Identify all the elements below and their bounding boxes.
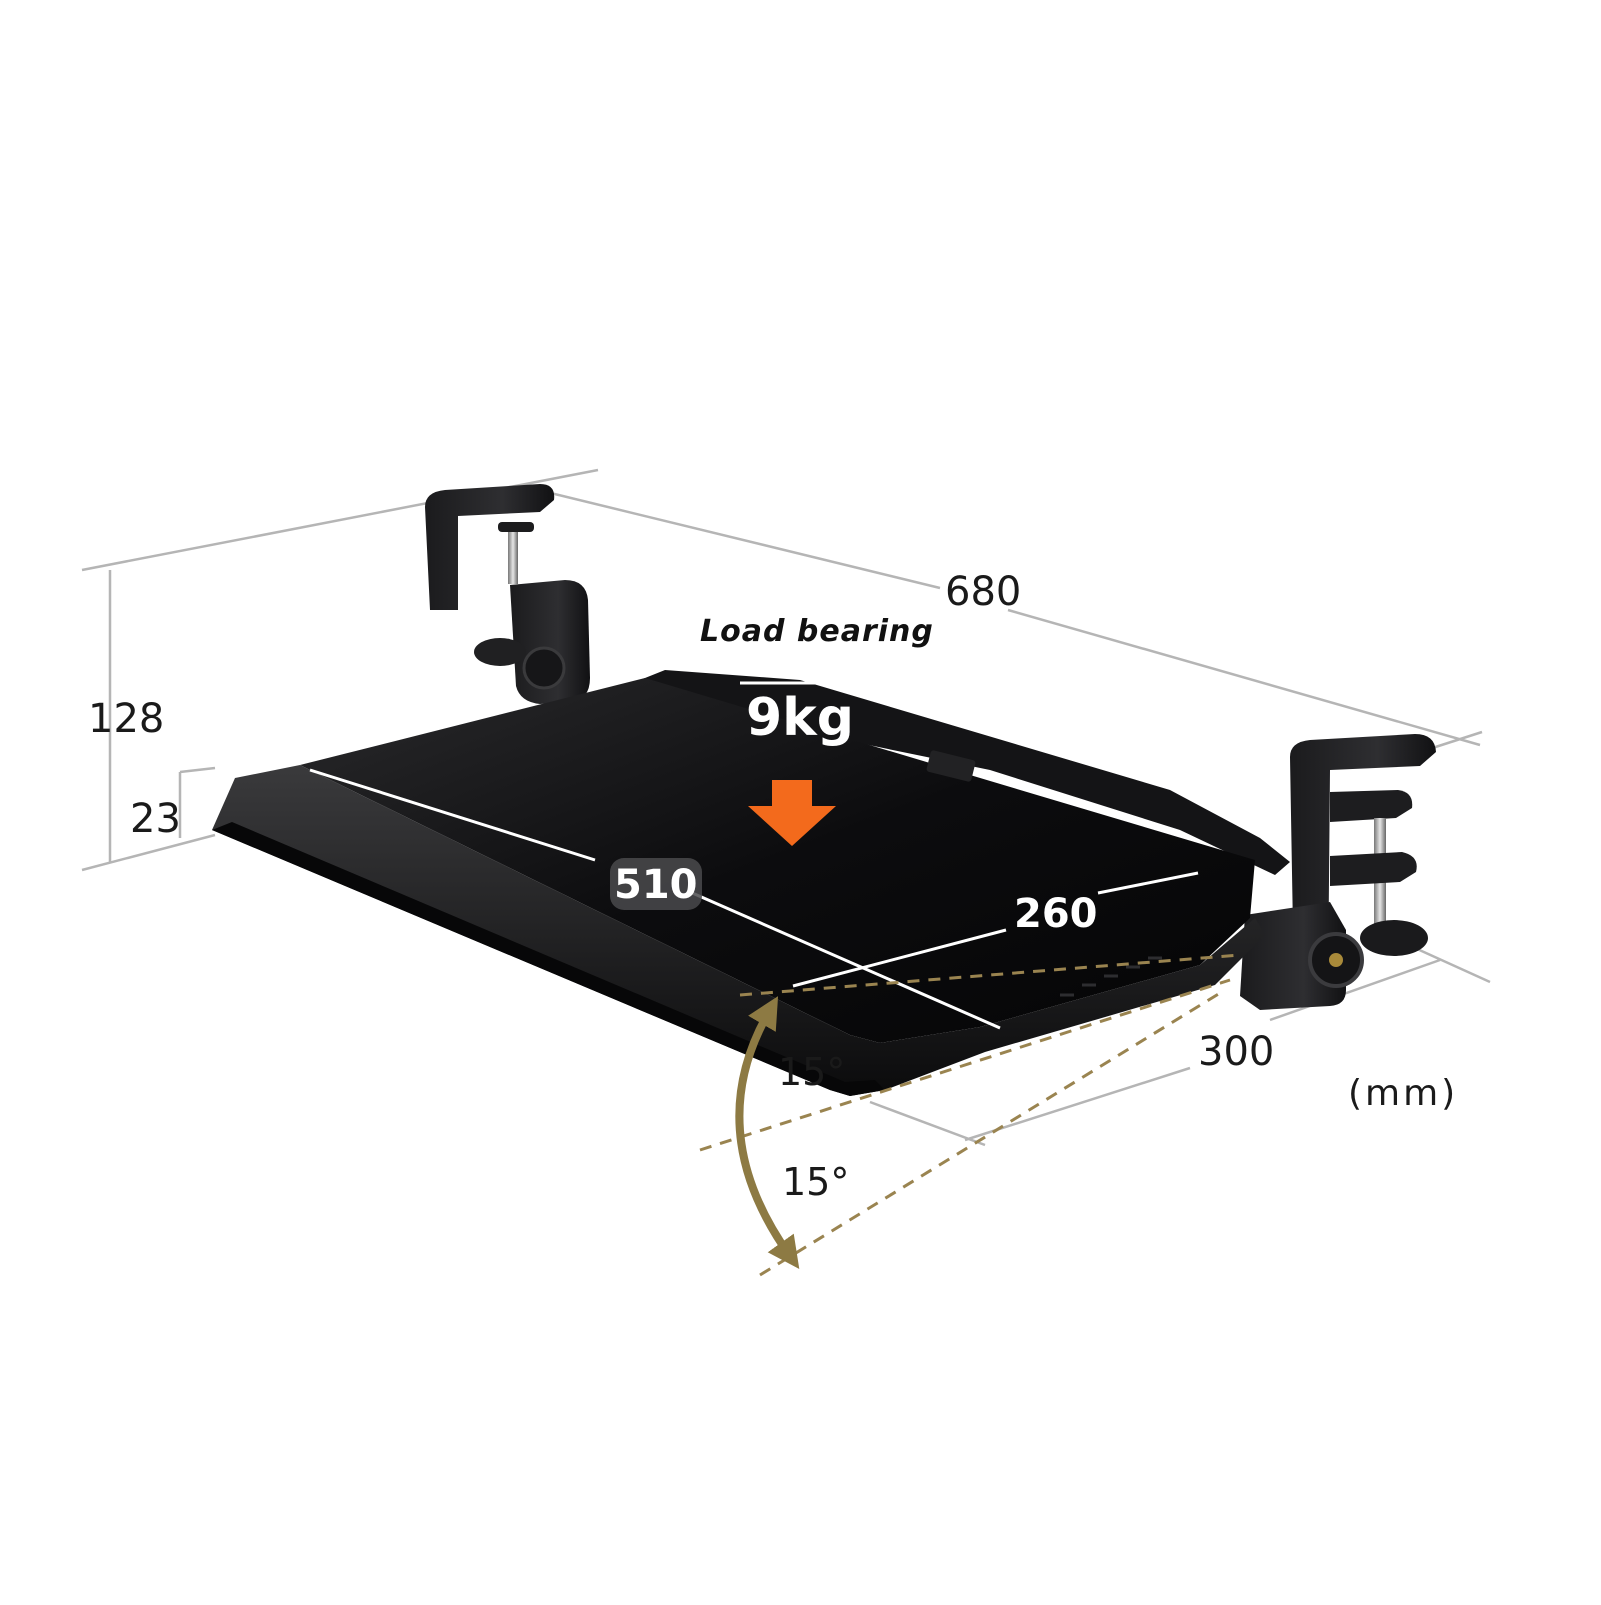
dimension-lines bbox=[81, 468, 1491, 1147]
tilt-angle-up: 15° bbox=[778, 1050, 845, 1094]
dim-height-128: 128 bbox=[88, 696, 164, 742]
tray-dimension-lines bbox=[309, 681, 1199, 1030]
right-desk-clamp bbox=[1240, 734, 1436, 1010]
load-weight: 9kg bbox=[746, 688, 854, 748]
dim-width-510: 510 bbox=[614, 862, 698, 908]
tilt-angle-down: 15° bbox=[782, 1160, 849, 1204]
keyboard-tray bbox=[212, 670, 1290, 1096]
double-arc-arrow-icon bbox=[735, 996, 800, 1270]
left-desk-clamp bbox=[425, 484, 590, 704]
dim-depth-260: 260 bbox=[1014, 891, 1098, 937]
load-bearing-title: Load bearing bbox=[700, 614, 934, 649]
dim-height-23: 23 bbox=[130, 796, 181, 842]
arrow-down-icon bbox=[748, 780, 836, 846]
dim-length-680: 680 bbox=[945, 569, 1021, 615]
unit-label: (mm) bbox=[1348, 1073, 1458, 1114]
dim-extension-300: 300 bbox=[1198, 1029, 1274, 1075]
